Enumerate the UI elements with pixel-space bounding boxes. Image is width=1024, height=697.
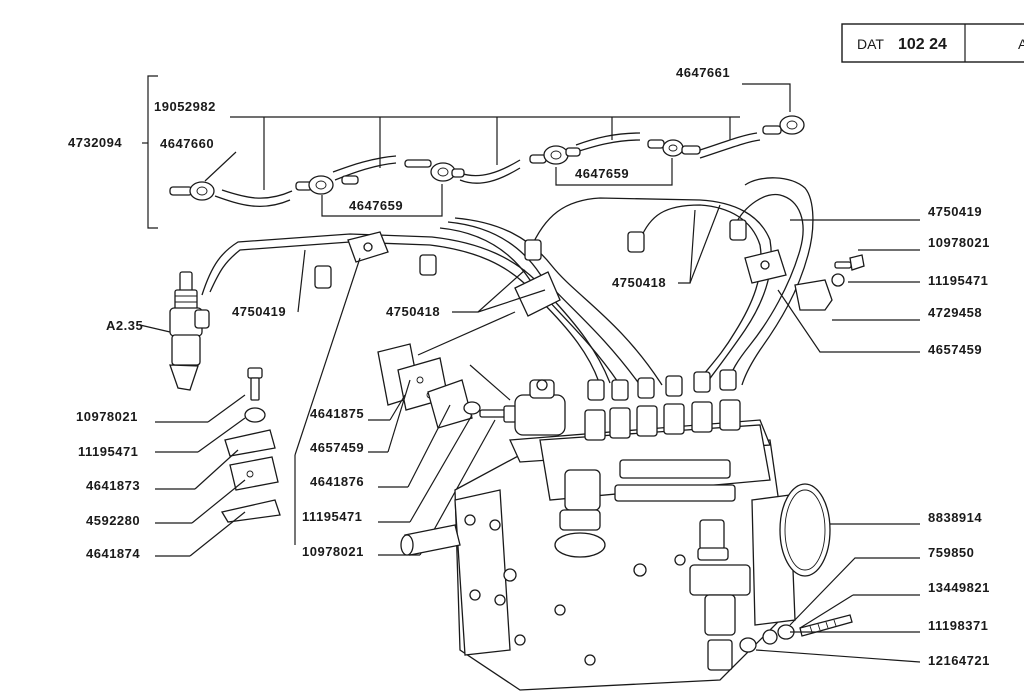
pump-side-details [503,459,751,671]
leak-off-pipe-assembly [142,75,805,229]
nut-center [463,401,481,415]
injector [139,271,210,391]
lower-clamp-plate [220,499,281,523]
banjo-fitting [529,145,581,165]
label-4750419-left: 4750419 [232,304,286,319]
label-11198371: 11198371 [928,618,988,633]
label-a235: A2.35 [106,318,143,333]
pipe-clamp-left [347,231,389,263]
banjo-fitting [404,159,465,182]
label-13449821: 13449821 [928,580,990,595]
label-10978021-center: 10978021 [302,544,364,559]
label-4647660: 4647660 [160,136,214,151]
delivery-valve-holders [584,399,741,441]
label-759850: 759850 [928,545,974,560]
label-8838914: 8838914 [928,510,982,525]
label-4657459-center: 4657459 [310,440,364,455]
drawing-code-prefix: DAT [857,36,884,52]
label-4729458: 4729458 [928,305,982,320]
nut-right [831,273,845,287]
bolt-right [834,254,865,271]
banjo-fitting [169,181,215,201]
label-4750419-right: 4750419 [928,204,982,219]
screw [247,367,263,401]
rubber-grommet [229,456,279,491]
washer [244,407,266,423]
banjo-fitting [647,139,701,157]
label-4641876: 4641876 [310,474,364,489]
pipe-nut [729,219,747,241]
drive-shaft [400,524,461,556]
part-number-labels: 19052982 4732094 4647660 4647659 4647659… [68,65,990,668]
pipe-nut [627,231,645,253]
pipe-nut [524,239,542,261]
bolt-center [479,405,517,423]
bracket-right [794,279,833,311]
label-10978021-right: 10978021 [928,235,990,250]
pipe-nut [419,254,437,276]
label-4647659-b: 4647659 [575,166,629,181]
drawing-code-suffix: A [1018,36,1024,52]
label-4592280: 4592280 [86,513,140,528]
label-4641874: 4641874 [86,546,140,561]
label-19052982: 19052982 [154,99,216,114]
stud [799,614,853,637]
label-4750418-center: 4750418 [386,304,440,319]
washer-right [762,624,795,645]
label-4657459-right: 4657459 [928,342,982,357]
injection-pump [400,379,921,691]
high-pressure-pipes [201,177,920,545]
nut-bottom [739,637,757,653]
o-ring [779,483,831,577]
label-10978021-left: 10978021 [76,409,138,424]
drawing-code-box: DAT 102 24 A [841,23,1024,63]
label-4750418-right: 4750418 [612,275,666,290]
label-4647659-a: 4647659 [349,198,403,213]
clamp-plate-lower [427,379,473,429]
label-12164721: 12164721 [928,653,990,668]
pipe-clamp-center [514,271,561,317]
label-11195471-center: 11195471 [302,509,362,524]
banjo-fitting [762,115,805,135]
label-4647661: 4647661 [676,65,730,80]
pump-flange [454,489,511,656]
clamp-parts-center [368,311,517,556]
label-11195471-left: 11195471 [78,444,138,459]
label-4641873: 4641873 [86,478,140,493]
label-4732094: 4732094 [68,135,122,150]
drawing-code-number: 102 24 [898,36,947,53]
pipe-bottom-nuts [587,369,737,401]
pipe-clamp-right [744,249,787,284]
label-4641875: 4641875 [310,406,364,421]
upper-clamp-plate [224,429,276,457]
clamp-parts-left [155,367,281,557]
banjo-fitting [295,175,359,195]
overflow-valve [514,379,566,436]
label-11195471-right: 11195471 [928,273,988,288]
pipe-nut [314,265,332,289]
